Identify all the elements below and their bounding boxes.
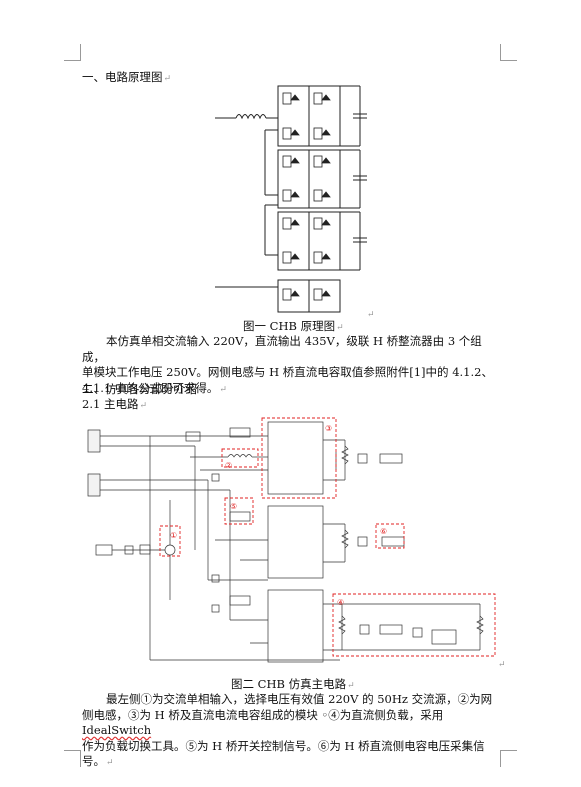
crop-mark-top-left [64, 44, 81, 61]
section-2-1-heading: 2.1 主电路↵ [82, 397, 147, 411]
paragraph-1-line-1: 本仿真单相交流输入 220V，直流输出 435V，级联 H 桥整流器由 3 个组… [82, 334, 482, 364]
crop-mark-top-right [500, 44, 517, 61]
paragraph-1-line-2: 单模块工作电压 250V。网侧电感与 H 桥直流电容取值参照附件[1]中的 4.… [82, 365, 493, 379]
paragraph-2-line-4: 号。↵ [82, 754, 114, 768]
section-2-heading: 二、仿真各分部分介绍↵ [82, 382, 206, 396]
paragraph-1-line-3: 4.1.1 中的公式即可求得。↵ [82, 380, 227, 395]
annotation-marker-3: ③ [325, 424, 332, 433]
figure-2-para-mark: ↵ [498, 660, 506, 670]
crop-mark-bottom-right [500, 750, 517, 767]
section-1-heading: 一、电路原理图↵ [82, 70, 172, 84]
annotation-box-3 [261, 417, 337, 499]
paragraph-2-line-2: 侧电感，③为 H 桥及直流电流电容组成的模块 ◦④为直流侧负载，采用 Ideal… [82, 707, 444, 738]
annotation-box-4 [332, 593, 496, 657]
figure-1-caption: 图一 CHB 原理图↵ [243, 319, 344, 333]
annotation-box-6 [375, 523, 405, 549]
annotation-marker-1: ① [170, 531, 177, 540]
paragraph-2-line-3: 作为负载切换工具。⑤为 H 桥开关控制信号。⑥为 H 桥直流侧电容电压采集信 [82, 738, 485, 753]
figure-1-para-mark: ↵ [367, 310, 375, 320]
annotation-marker-4: ④ [337, 598, 344, 607]
figure-2-caption: 图二 CHB 仿真主电路↵ [231, 677, 355, 691]
annotation-marker-2: ② [225, 461, 232, 470]
annotation-marker-5: ⑤ [230, 502, 237, 511]
annotation-box-2 [221, 448, 259, 468]
annotation-box-1 [159, 525, 181, 557]
paragraph-2-line-1: 最左侧①为交流单相输入，选择电压有效值 220V 的 50Hz 交流源，②为网 [106, 692, 493, 706]
annotation-marker-6: ⑥ [380, 527, 387, 536]
paragraph-2: 最左侧①为交流单相输入，选择电压有效值 220V 的 50Hz 交流源，②为网 … [82, 692, 512, 772]
crop-mark-bottom-left [64, 750, 81, 767]
paragraph-1: 本仿真单相交流输入 220V，直流输出 435V，级联 H 桥整流器由 3 个组… [82, 334, 502, 398]
annotation-box-5 [224, 497, 254, 525]
